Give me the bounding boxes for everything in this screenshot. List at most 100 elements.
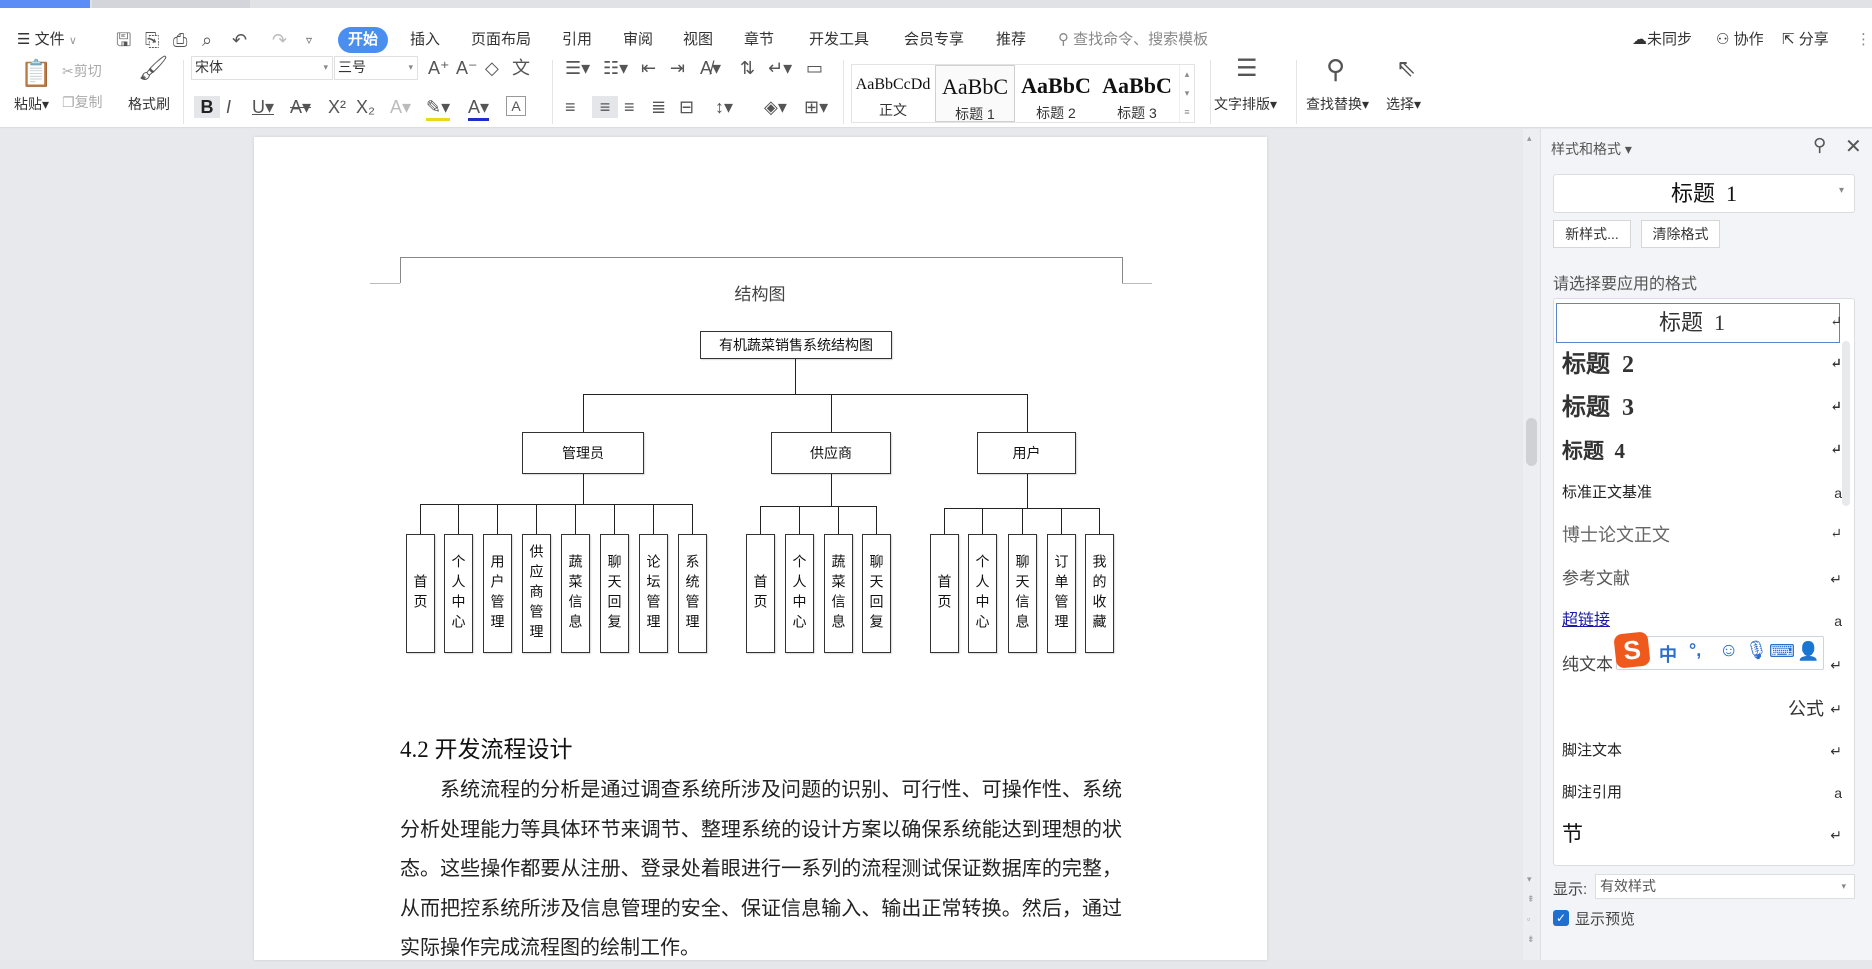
- format-painter-button[interactable]: 格式刷: [128, 96, 170, 112]
- sync-status-button[interactable]: ☁未同步: [1632, 31, 1693, 48]
- print-icon[interactable]: ⎙: [173, 30, 188, 50]
- style-list-item[interactable]: 参考文献↵: [1562, 559, 1842, 599]
- scroll-up-icon[interactable]: ▴: [1527, 133, 1532, 143]
- text-layout-icon[interactable]: ☰: [1236, 55, 1258, 82]
- style-list-item[interactable]: 标题 1↵: [1562, 303, 1842, 343]
- sogou-logo-icon[interactable]: S: [1613, 631, 1651, 669]
- tab-chapter[interactable]: 章节: [744, 31, 775, 48]
- document-scrollbar[interactable]: ▴ ▾⇞▫⇟: [1523, 129, 1540, 960]
- phonetic-guide-icon[interactable]: 文: [512, 58, 530, 78]
- bullets-icon[interactable]: ☰▾: [565, 58, 591, 78]
- line-spacing-icon[interactable]: ↕▾: [715, 97, 734, 117]
- window-tab[interactable]: [92, 0, 250, 8]
- emoji-icon[interactable]: ☺: [1719, 640, 1739, 661]
- tab-page-layout[interactable]: 页面布局: [471, 31, 532, 48]
- tab-home[interactable]: 开始: [338, 27, 389, 53]
- ime-punct-toggle[interactable]: °,: [1689, 640, 1702, 660]
- microphone-icon[interactable]: 🎙: [1745, 640, 1768, 660]
- numbering-icon[interactable]: ☷▾: [603, 58, 629, 78]
- panel-title[interactable]: 样式和格式 ▾: [1551, 141, 1632, 157]
- font-color-icon[interactable]: A▾: [468, 96, 490, 121]
- keyboard-icon[interactable]: ⌨: [1769, 641, 1795, 661]
- style-list-item[interactable]: 标题 3↵: [1562, 388, 1842, 428]
- style-list-scrollbar[interactable]: [1842, 341, 1850, 506]
- save-icon[interactable]: 🖫: [116, 30, 132, 50]
- new-style-button[interactable]: 新样式...: [1553, 220, 1631, 248]
- italic-icon[interactable]: I: [226, 97, 232, 117]
- tab-references[interactable]: 引用: [562, 31, 593, 48]
- style-list-item[interactable]: 节↵: [1562, 815, 1842, 855]
- align-right-icon[interactable]: ≡: [624, 97, 635, 117]
- active-window-tab[interactable]: [0, 0, 90, 8]
- font-size-select[interactable]: 三号▾: [334, 56, 418, 80]
- format-painter-icon[interactable]: 🖌: [138, 55, 169, 82]
- style-list-item[interactable]: 脚注文本↵: [1562, 731, 1842, 771]
- style-list-item[interactable]: 公式↵: [1562, 689, 1842, 729]
- style-list-item[interactable]: 纯文本↵: [1562, 645, 1842, 685]
- text-layout-button[interactable]: 文字排版▾: [1214, 96, 1278, 112]
- pin-icon[interactable]: ⚲: [1813, 135, 1827, 155]
- select-button[interactable]: 选择▾: [1386, 96, 1422, 112]
- shading-icon[interactable]: ◈▾: [764, 97, 787, 117]
- chinese-layout-icon[interactable]: A̸▾: [700, 58, 722, 78]
- style-gallery-scroll[interactable]: ▴▾≡: [1179, 65, 1194, 122]
- page-nav-icons[interactable]: ▾⇞▫⇟: [1527, 874, 1535, 944]
- more-icon[interactable]: ⋮: [1856, 31, 1871, 48]
- redo-icon[interactable]: ↷: [272, 30, 288, 50]
- bold-icon[interactable]: B: [194, 96, 220, 118]
- text-effect-icon[interactable]: A▾: [390, 97, 412, 117]
- find-replace-button[interactable]: 查找替换▾: [1306, 96, 1370, 112]
- decrease-font-icon[interactable]: A⁻: [456, 58, 478, 78]
- cut-button[interactable]: ✂剪切: [62, 63, 102, 79]
- sort-icon[interactable]: ⇅: [740, 58, 756, 78]
- style-list-item[interactable]: 博士论文正文↵: [1562, 515, 1842, 555]
- show-marks-icon[interactable]: ↵▾: [768, 58, 793, 78]
- superscript-icon[interactable]: X²: [328, 97, 346, 117]
- copy-button[interactable]: ❐复制: [62, 94, 103, 110]
- tab-recommend[interactable]: 推荐: [996, 31, 1027, 48]
- user-icon[interactable]: 👤: [1797, 641, 1820, 661]
- increase-font-icon[interactable]: A⁺: [428, 58, 450, 78]
- customize-quick-access-icon[interactable]: ▿: [306, 33, 313, 47]
- file-menu[interactable]: ☰ 文件 ∨: [17, 31, 77, 48]
- tab-view[interactable]: 视图: [683, 31, 714, 48]
- export-pdf-icon[interactable]: ⎘: [145, 30, 160, 50]
- char-border-icon[interactable]: A: [506, 96, 526, 116]
- preview-checkbox[interactable]: ✓: [1553, 910, 1569, 926]
- tab-developer[interactable]: 开发工具: [809, 31, 870, 48]
- style-list-item[interactable]: 标题 2↵: [1562, 345, 1842, 385]
- collaborate-button[interactable]: ⚇ 协作: [1716, 31, 1764, 48]
- command-search[interactable]: ⚲ 查找命令、搜索模板: [1058, 31, 1209, 48]
- strikethrough-icon[interactable]: A▾: [290, 97, 312, 117]
- undo-icon[interactable]: ↶: [232, 30, 248, 50]
- ime-mode-toggle[interactable]: 中: [1659, 645, 1677, 665]
- align-left-icon[interactable]: ≡: [565, 97, 576, 117]
- show-filter-select[interactable]: 有效样式▾: [1595, 874, 1855, 899]
- clear-format-icon[interactable]: ◇: [485, 58, 499, 78]
- tab-insert[interactable]: 插入: [410, 31, 441, 48]
- subscript-icon[interactable]: X₂: [356, 97, 375, 117]
- align-center-icon[interactable]: ≡: [592, 96, 618, 118]
- paste-icon[interactable]: 📋: [20, 58, 53, 88]
- ruler-icon[interactable]: ▭: [806, 58, 824, 78]
- paste-button[interactable]: 粘贴▾: [14, 96, 50, 112]
- borders-icon[interactable]: ⊞▾: [804, 97, 829, 117]
- tab-member[interactable]: 会员专享: [904, 31, 965, 48]
- font-family-select[interactable]: 宋体▾: [191, 56, 333, 80]
- clear-format-button[interactable]: 清除格式: [1641, 220, 1720, 248]
- decrease-indent-icon[interactable]: ⇤: [641, 58, 657, 78]
- style-list-item[interactable]: 标题 4↵: [1562, 431, 1842, 471]
- magnifier-icon[interactable]: ⚲: [1326, 54, 1346, 84]
- increase-indent-icon[interactable]: ⇥: [670, 58, 686, 78]
- distribute-icon[interactable]: ⊟: [679, 97, 695, 117]
- tab-review[interactable]: 审阅: [623, 31, 654, 48]
- justify-icon[interactable]: ≣: [651, 97, 667, 117]
- cursor-icon[interactable]: ⇖: [1396, 55, 1417, 82]
